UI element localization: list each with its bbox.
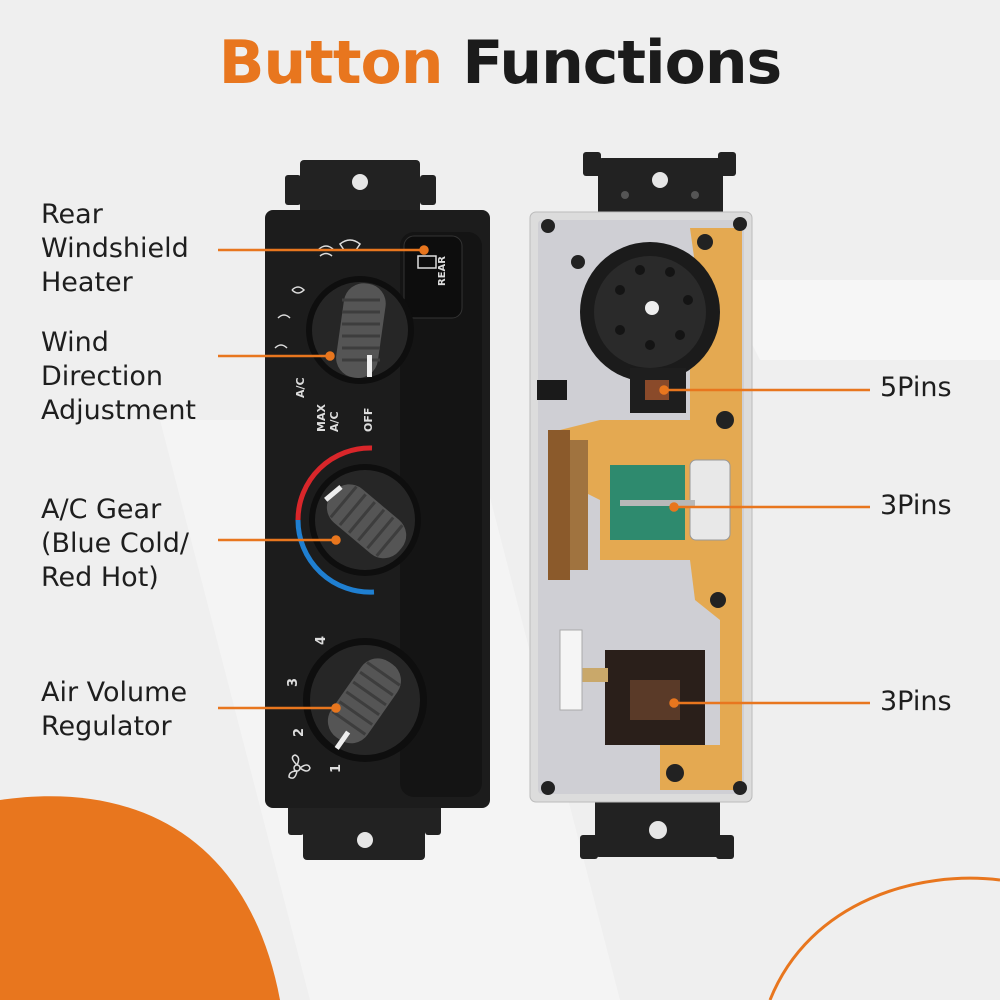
label-air-volume-regulator: Air Volume Regulator	[41, 676, 187, 744]
label-line: Heater	[41, 267, 133, 298]
label-line: Direction	[41, 361, 163, 392]
rear-defrost-button: REAR	[417, 255, 448, 286]
fan-icon	[288, 754, 311, 779]
connector-3pin-bottom	[559, 629, 705, 745]
label-rear-windshield-heater: Rear Windshield Heater	[41, 198, 189, 300]
label-line: Air Volume	[41, 677, 188, 708]
ribbon-connector	[548, 430, 588, 580]
orange-corner-shape	[0, 796, 280, 1000]
fan-speed-1: 1	[329, 764, 344, 773]
title-part-orange: Button	[218, 28, 444, 98]
mode-switch-module	[580, 242, 720, 413]
fan-speed-3: 3	[286, 678, 301, 687]
label-line: Red Hot)	[41, 562, 159, 593]
fan-speed-2: 2	[292, 728, 307, 737]
page-title: Button Functions	[0, 28, 1000, 98]
fan-speed-4: 4	[314, 636, 329, 645]
label-line: Windshield	[41, 233, 189, 264]
hot-arc	[295, 445, 373, 521]
bottom-bracket-back	[580, 795, 734, 859]
temperature-knob	[309, 464, 421, 576]
label-line: Rear	[41, 199, 103, 230]
top-bracket	[285, 160, 436, 220]
label-line: Regulator	[41, 711, 172, 742]
label-line: Adjustment	[41, 395, 197, 426]
label-5pins: 5Pins	[880, 372, 952, 403]
label-3pins-middle: 3Pins	[880, 490, 952, 521]
max-ac-label: MAXA/C	[315, 404, 341, 432]
label-ac-gear: A/C Gear (Blue Cold/ Red Hot)	[41, 493, 189, 595]
label-3pins-bottom: 3Pins	[880, 686, 952, 717]
fan-speed-knob	[303, 638, 427, 762]
label-line: A/C Gear	[41, 494, 162, 525]
ac-label: A/C	[294, 377, 307, 398]
title-part-dark: Functions	[462, 28, 782, 98]
orange-arc-right	[768, 876, 1000, 1000]
off-label: OFF	[362, 408, 375, 432]
cold-arc	[295, 519, 375, 595]
light-stripe-right	[720, 280, 1000, 360]
top-bracket-back	[583, 152, 736, 216]
label-line: (Blue Cold/	[41, 528, 189, 559]
label-wind-direction: Wind Direction Adjustment	[41, 326, 196, 428]
vent-mode-icons	[274, 286, 306, 349]
label-line: Wind	[41, 327, 109, 358]
rear-button-label[interactable]: REAR	[437, 256, 448, 286]
